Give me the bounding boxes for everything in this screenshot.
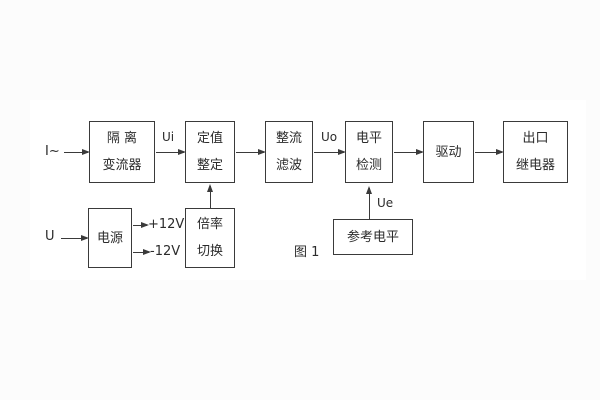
arrow-reference-to-level — [366, 186, 372, 219]
block-output-relay: 出口 继电器 — [503, 121, 568, 183]
arrow-drive-to-relay — [475, 149, 504, 155]
block-reference-level: 参考电平 — [333, 219, 413, 255]
block-label: 电源 — [96, 230, 123, 246]
block-label: 出口 — [522, 131, 549, 146]
rail-plus12-label: +12V — [148, 217, 185, 232]
block-label: 整流 — [275, 131, 302, 146]
block-level-detect: 电平 检测 — [345, 121, 393, 183]
block-label: 电平 — [355, 131, 382, 146]
figure-caption: 图 1 — [294, 245, 320, 260]
arrow-power-to-minus12 — [133, 249, 151, 255]
input-voltage-label: U — [45, 229, 55, 244]
block-label: 检测 — [355, 158, 382, 173]
signal-uo-label: Uo — [321, 130, 338, 144]
arrow-ratio-to-setting — [207, 184, 213, 208]
block-label: 参考电平 — [346, 229, 399, 245]
block-rectify-filter: 整流 滤波 — [265, 121, 313, 183]
block-label: 切换 — [196, 244, 223, 259]
block-label: 整定 — [196, 158, 223, 173]
arrow-voltage-to-power — [61, 235, 89, 241]
rail-minus12-label: -12V — [150, 244, 181, 259]
block-drive: 驱动 — [423, 121, 474, 183]
block-label: 滤波 — [275, 158, 302, 173]
block-isolation-transformer: 隔 离 变流器 — [89, 121, 155, 183]
arrow-level-to-drive — [394, 149, 424, 155]
block-label: 驱动 — [435, 144, 462, 160]
block-label: 隔 离 — [106, 131, 138, 146]
block-label: 继电器 — [515, 158, 555, 173]
arrow-current-to-isolation — [64, 149, 90, 155]
arrow-isolation-to-setting — [156, 149, 186, 155]
block-label: 定值 — [196, 131, 223, 146]
signal-ue-label: Ue — [377, 196, 394, 210]
input-current-label: I~ — [45, 144, 60, 159]
arrow-rectifier-to-level — [314, 149, 346, 155]
block-ratio-switch: 倍率 切换 — [185, 208, 235, 268]
arrow-power-to-plus12 — [133, 222, 149, 228]
block-label: 变流器 — [102, 158, 142, 173]
arrow-setting-to-rectifier — [236, 149, 266, 155]
block-setting-adjust: 定值 整定 — [185, 121, 235, 183]
block-power-supply: 电源 — [88, 208, 132, 268]
block-label: 倍率 — [196, 217, 223, 232]
signal-ui-label: Ui — [162, 130, 175, 144]
